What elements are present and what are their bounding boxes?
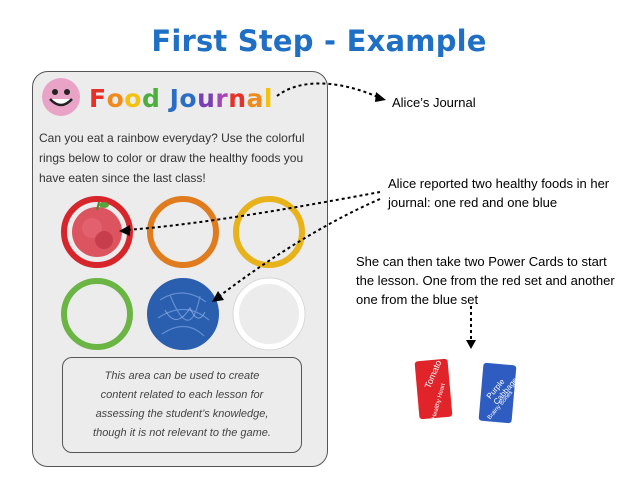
journal-title-letter: r <box>215 84 229 113</box>
ring-green <box>61 278 133 350</box>
arrow-blue <box>216 198 381 299</box>
journal-title-letter: d <box>141 84 161 113</box>
card-red-subtitle: Healthy Heart <box>431 382 447 420</box>
blue-scribble <box>152 283 214 345</box>
power-card-blue: Purple Cabbage Brainy Bones <box>478 362 519 424</box>
journal-title-letter: J <box>169 84 180 113</box>
apple-drawing <box>72 201 122 257</box>
journal-title-letter: a <box>246 84 264 113</box>
journal-title-letter: o <box>179 84 198 113</box>
annotation-power-cards: She can then take two Power Cards to sta… <box>356 254 615 307</box>
slide-title: First Step - Example <box>151 24 487 58</box>
arrow-red <box>124 191 381 231</box>
annotation-journal: Alice’s Journal <box>392 95 476 110</box>
ring-white <box>233 278 305 350</box>
lesson-area-text: This area can be used to create content … <box>93 370 271 439</box>
ring-blue <box>147 278 219 350</box>
journal-title-letter: l <box>263 84 273 113</box>
annotation-reported: Alice reported two healthy foods in her … <box>388 176 610 210</box>
lesson-area-box: This area can be used to create content … <box>62 357 302 453</box>
journal-title-letter: o <box>106 84 125 113</box>
journal-title-letter: o <box>124 84 142 113</box>
ring-orange <box>147 196 219 268</box>
journal-title-letter: u <box>197 84 216 113</box>
food-journal-card <box>32 71 328 467</box>
arrow-journal <box>276 82 381 99</box>
journal-prompt: Can you eat a rainbow everyday? Use the … <box>39 131 305 185</box>
journal-title-letter: n <box>228 84 247 113</box>
journal-title-letter: F <box>89 84 107 113</box>
smiley-icon <box>42 78 80 116</box>
journal-title: Food Journal <box>89 84 273 113</box>
power-card-red: Tomato Healthy Heart <box>414 358 453 420</box>
ring-yellow <box>233 196 305 268</box>
